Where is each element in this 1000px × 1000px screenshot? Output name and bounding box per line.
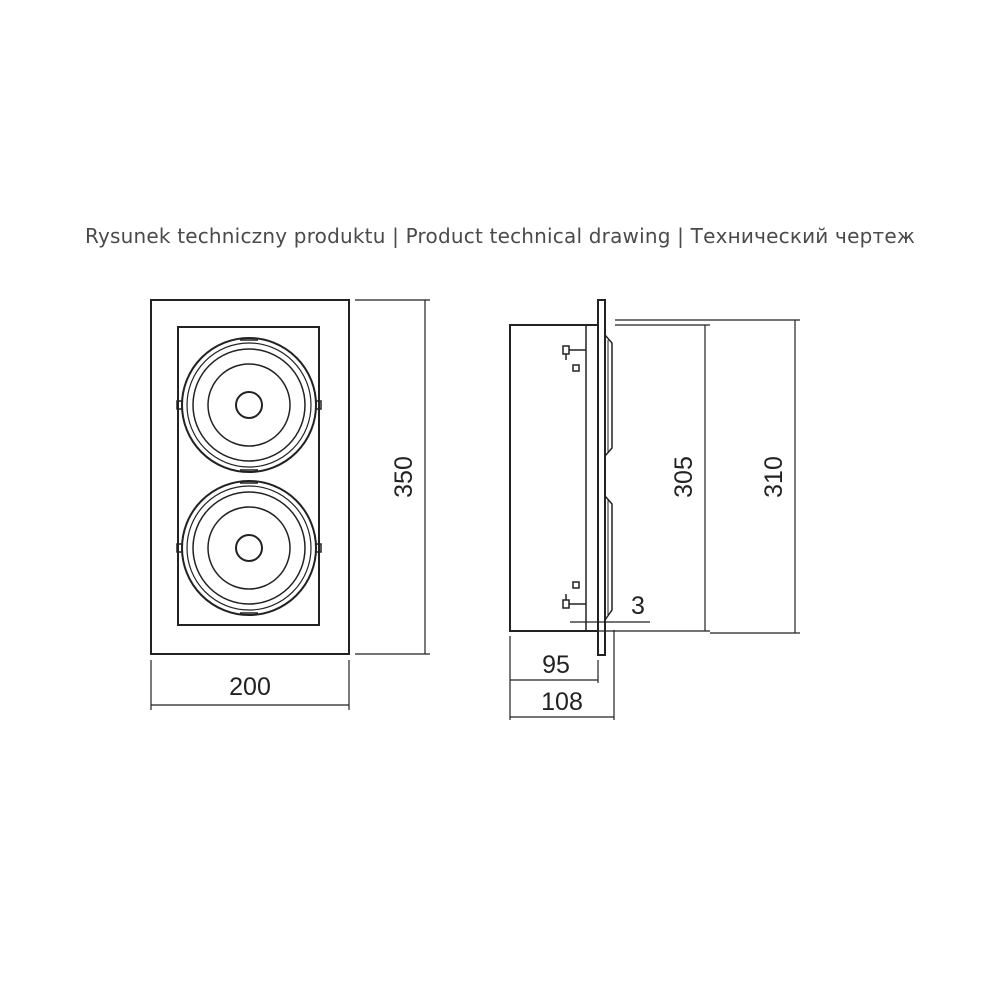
front-inner-frame <box>177 326 320 626</box>
dimension-label-95: 95 <box>542 651 570 679</box>
drawing-title: Rysunek techniczny produktu | Product te… <box>84 224 916 248</box>
dimension-label-350: 350 <box>390 456 418 498</box>
dimension-side-total-depth: 108 <box>510 630 615 720</box>
dimension-label-305: 305 <box>670 456 698 498</box>
dimension-label-310: 310 <box>760 456 788 498</box>
dimension-front-width: 200 <box>150 660 350 710</box>
lamp-upper <box>176 337 322 473</box>
dimension-side-outer-height: 310 <box>615 319 800 634</box>
dimension-side-inner-height: 305 <box>615 324 710 632</box>
front-outer-frame <box>150 299 350 655</box>
dimension-label-108: 108 <box>541 688 583 716</box>
side-flange <box>597 299 606 656</box>
side-housing <box>509 324 599 632</box>
lamp-lower <box>176 480 322 616</box>
dimension-front-height: 350 <box>355 299 430 655</box>
side-clips-top <box>562 345 586 372</box>
side-view: 3 305 310 95 108 <box>509 299 800 720</box>
dimension-label-200: 200 <box>229 673 271 701</box>
front-view: 200 350 <box>150 299 430 710</box>
side-clips-bottom <box>562 581 586 609</box>
dimension-flange-thickness: 3 <box>570 592 650 632</box>
dimension-label-3: 3 <box>631 592 645 620</box>
dimension-side-body-depth: 95 <box>509 636 599 720</box>
